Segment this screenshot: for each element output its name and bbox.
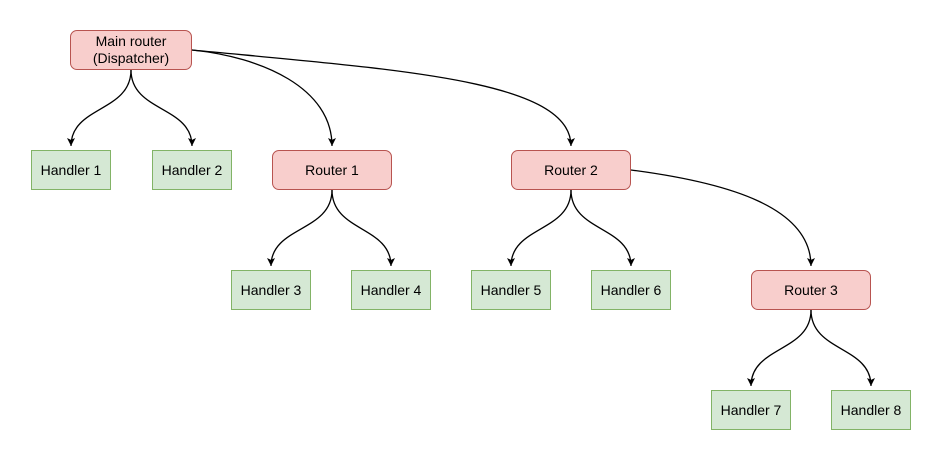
node-handler-7: Handler 7 [711,390,791,430]
edge-router-1-to-handler-3 [267,189,333,267]
edge-main-router-to-router-1 [191,49,336,147]
edge-main-router-to-router-2 [191,49,575,147]
node-main-router: Main router (Dispatcher) [70,30,192,70]
node-router-1: Router 1 [272,150,392,190]
edge-main-router-to-handler-2 [130,69,196,147]
node-router-3: Router 3 [751,270,871,310]
edge-router-3-to-handler-7 [747,309,812,387]
edge-router-2-to-handler-5 [507,189,572,267]
edge-router-1-to-handler-4 [331,189,395,267]
node-handler-5-label: Handler 5 [480,281,542,298]
node-handler-3-label: Handler 3 [240,281,302,298]
node-handler-8: Handler 8 [831,390,911,430]
node-handler-7-label: Handler 7 [720,401,782,418]
node-handler-4-label: Handler 4 [360,281,422,298]
node-handler-5: Handler 5 [471,270,551,310]
node-router-3-label: Router 3 [784,281,838,298]
edge-router-2-to-router-3 [630,169,815,267]
node-handler-1: Handler 1 [31,150,111,190]
node-handler-1-label: Handler 1 [40,161,102,178]
edge-router-2-to-handler-6 [570,189,635,267]
node-router-2: Router 2 [511,150,631,190]
node-handler-8-label: Handler 8 [840,401,902,418]
node-handler-4: Handler 4 [351,270,431,310]
node-handler-2-label: Handler 2 [161,161,223,178]
node-handler-3: Handler 3 [231,270,311,310]
edge-main-router-to-handler-1 [67,69,132,147]
node-main-router-label: Main router (Dispatcher) [92,33,170,66]
node-router-1-label: Router 1 [305,161,359,178]
edge-router-3-to-handler-8 [810,309,875,387]
node-handler-6: Handler 6 [591,270,671,310]
node-handler-2: Handler 2 [152,150,232,190]
node-handler-6-label: Handler 6 [600,281,662,298]
node-router-2-label: Router 2 [544,161,598,178]
